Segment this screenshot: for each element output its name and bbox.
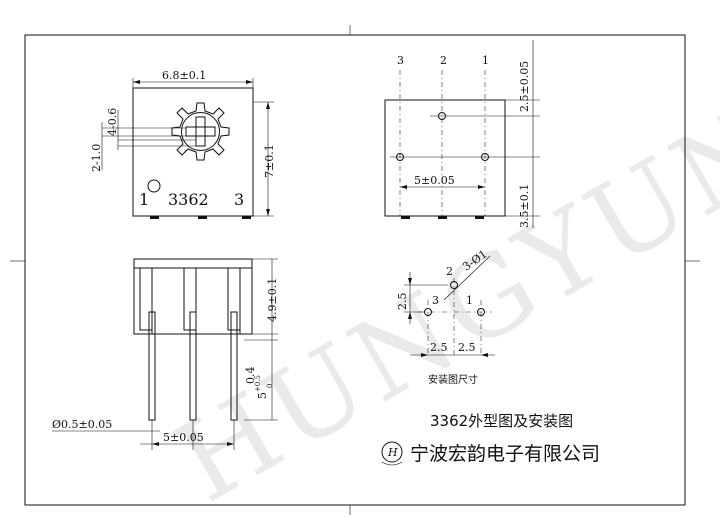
side-top-dim: 2.5±0.05 — [518, 61, 531, 112]
lead-view: 4.9±0.1 0.4 5 +0.5 0 Ø0.5±0.05 5±0.05 — [52, 258, 279, 450]
pin1-marker-icon — [147, 179, 161, 193]
lead-body-height-dim: 4.9±0.1 — [266, 278, 279, 322]
title-block: 3362外型图及安装图 H 宁波宏韵电子有限公司 — [381, 412, 600, 466]
front-width-dim: 6.8±0.1 — [162, 69, 206, 82]
company-name: 宁波宏韵电子有限公司 — [410, 443, 600, 465]
side-pitch-dim: 5±0.05 — [414, 174, 455, 187]
front-hole-dim: 4-0.6 — [106, 108, 119, 136]
mount-pitch-left: 2.5 — [430, 341, 448, 354]
logo-letter: H — [387, 446, 398, 459]
side-pin-label-2: 2 — [440, 54, 447, 67]
drawing-title: 3362外型图及安装图 — [430, 412, 573, 430]
side-pin-label-3: 3 — [397, 54, 404, 67]
lead-pin-dia-dim: Ø0.5±0.05 — [52, 418, 112, 431]
front-height-dim: 7±0.1 — [263, 144, 276, 178]
lead-length-tol: +0.5 — [254, 375, 262, 392]
company-logo-icon: H — [381, 441, 403, 466]
front-body-outline — [132, 87, 254, 217]
mount-pitch-right: 2.5 — [458, 341, 476, 354]
side-view: 3 2 1 5±0.05 2.5±0.05 3.5±0.1 — [384, 40, 540, 228]
lead-body-outline — [133, 258, 253, 335]
mount-vertical-dim: 2.5 — [396, 293, 409, 311]
side-pin-label-1: 1 — [482, 54, 489, 67]
mount-pin-label-3: 3 — [432, 294, 439, 307]
mount-pin-label-2: 2 — [446, 265, 453, 278]
sheet-frame — [10, 25, 700, 515]
side-bottom-dim: 3.5±0.1 — [518, 184, 531, 228]
front-pin-left-label: 1 — [139, 190, 149, 209]
front-model-label: 3362 — [168, 190, 209, 209]
front-slot-dim: 2-1.0 — [90, 144, 103, 172]
lead-standoff-dim: 0.4 — [244, 367, 257, 385]
lead-length-dim: 5 — [256, 392, 269, 399]
mount-pin-label-1: 1 — [466, 294, 473, 307]
lead-pitch-dim: 5±0.05 — [163, 431, 204, 444]
mount-caption: 安装图尺寸 — [428, 373, 478, 386]
rotor-gear-icon — [171, 102, 230, 161]
front-pin-right-label: 3 — [234, 190, 244, 209]
lead-length-tol-low: 0 — [266, 384, 274, 388]
front-view: 1 3362 3 6.8±0.1 7±0.1 4-0.6 2-1.0 — [90, 69, 276, 219]
